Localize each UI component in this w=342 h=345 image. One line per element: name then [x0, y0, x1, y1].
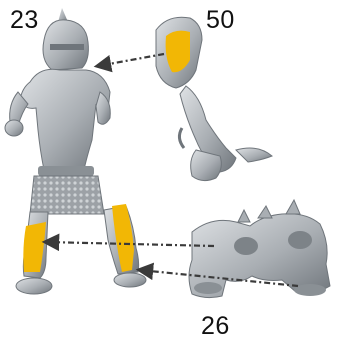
- part-number-50: 50: [206, 6, 235, 35]
- arrow-part-50: [98, 54, 164, 66]
- main-figure: [5, 8, 146, 294]
- part-number-26: 26: [201, 312, 230, 341]
- part-number-23: 23: [10, 6, 39, 35]
- part-shoulder-arm: [156, 17, 272, 180]
